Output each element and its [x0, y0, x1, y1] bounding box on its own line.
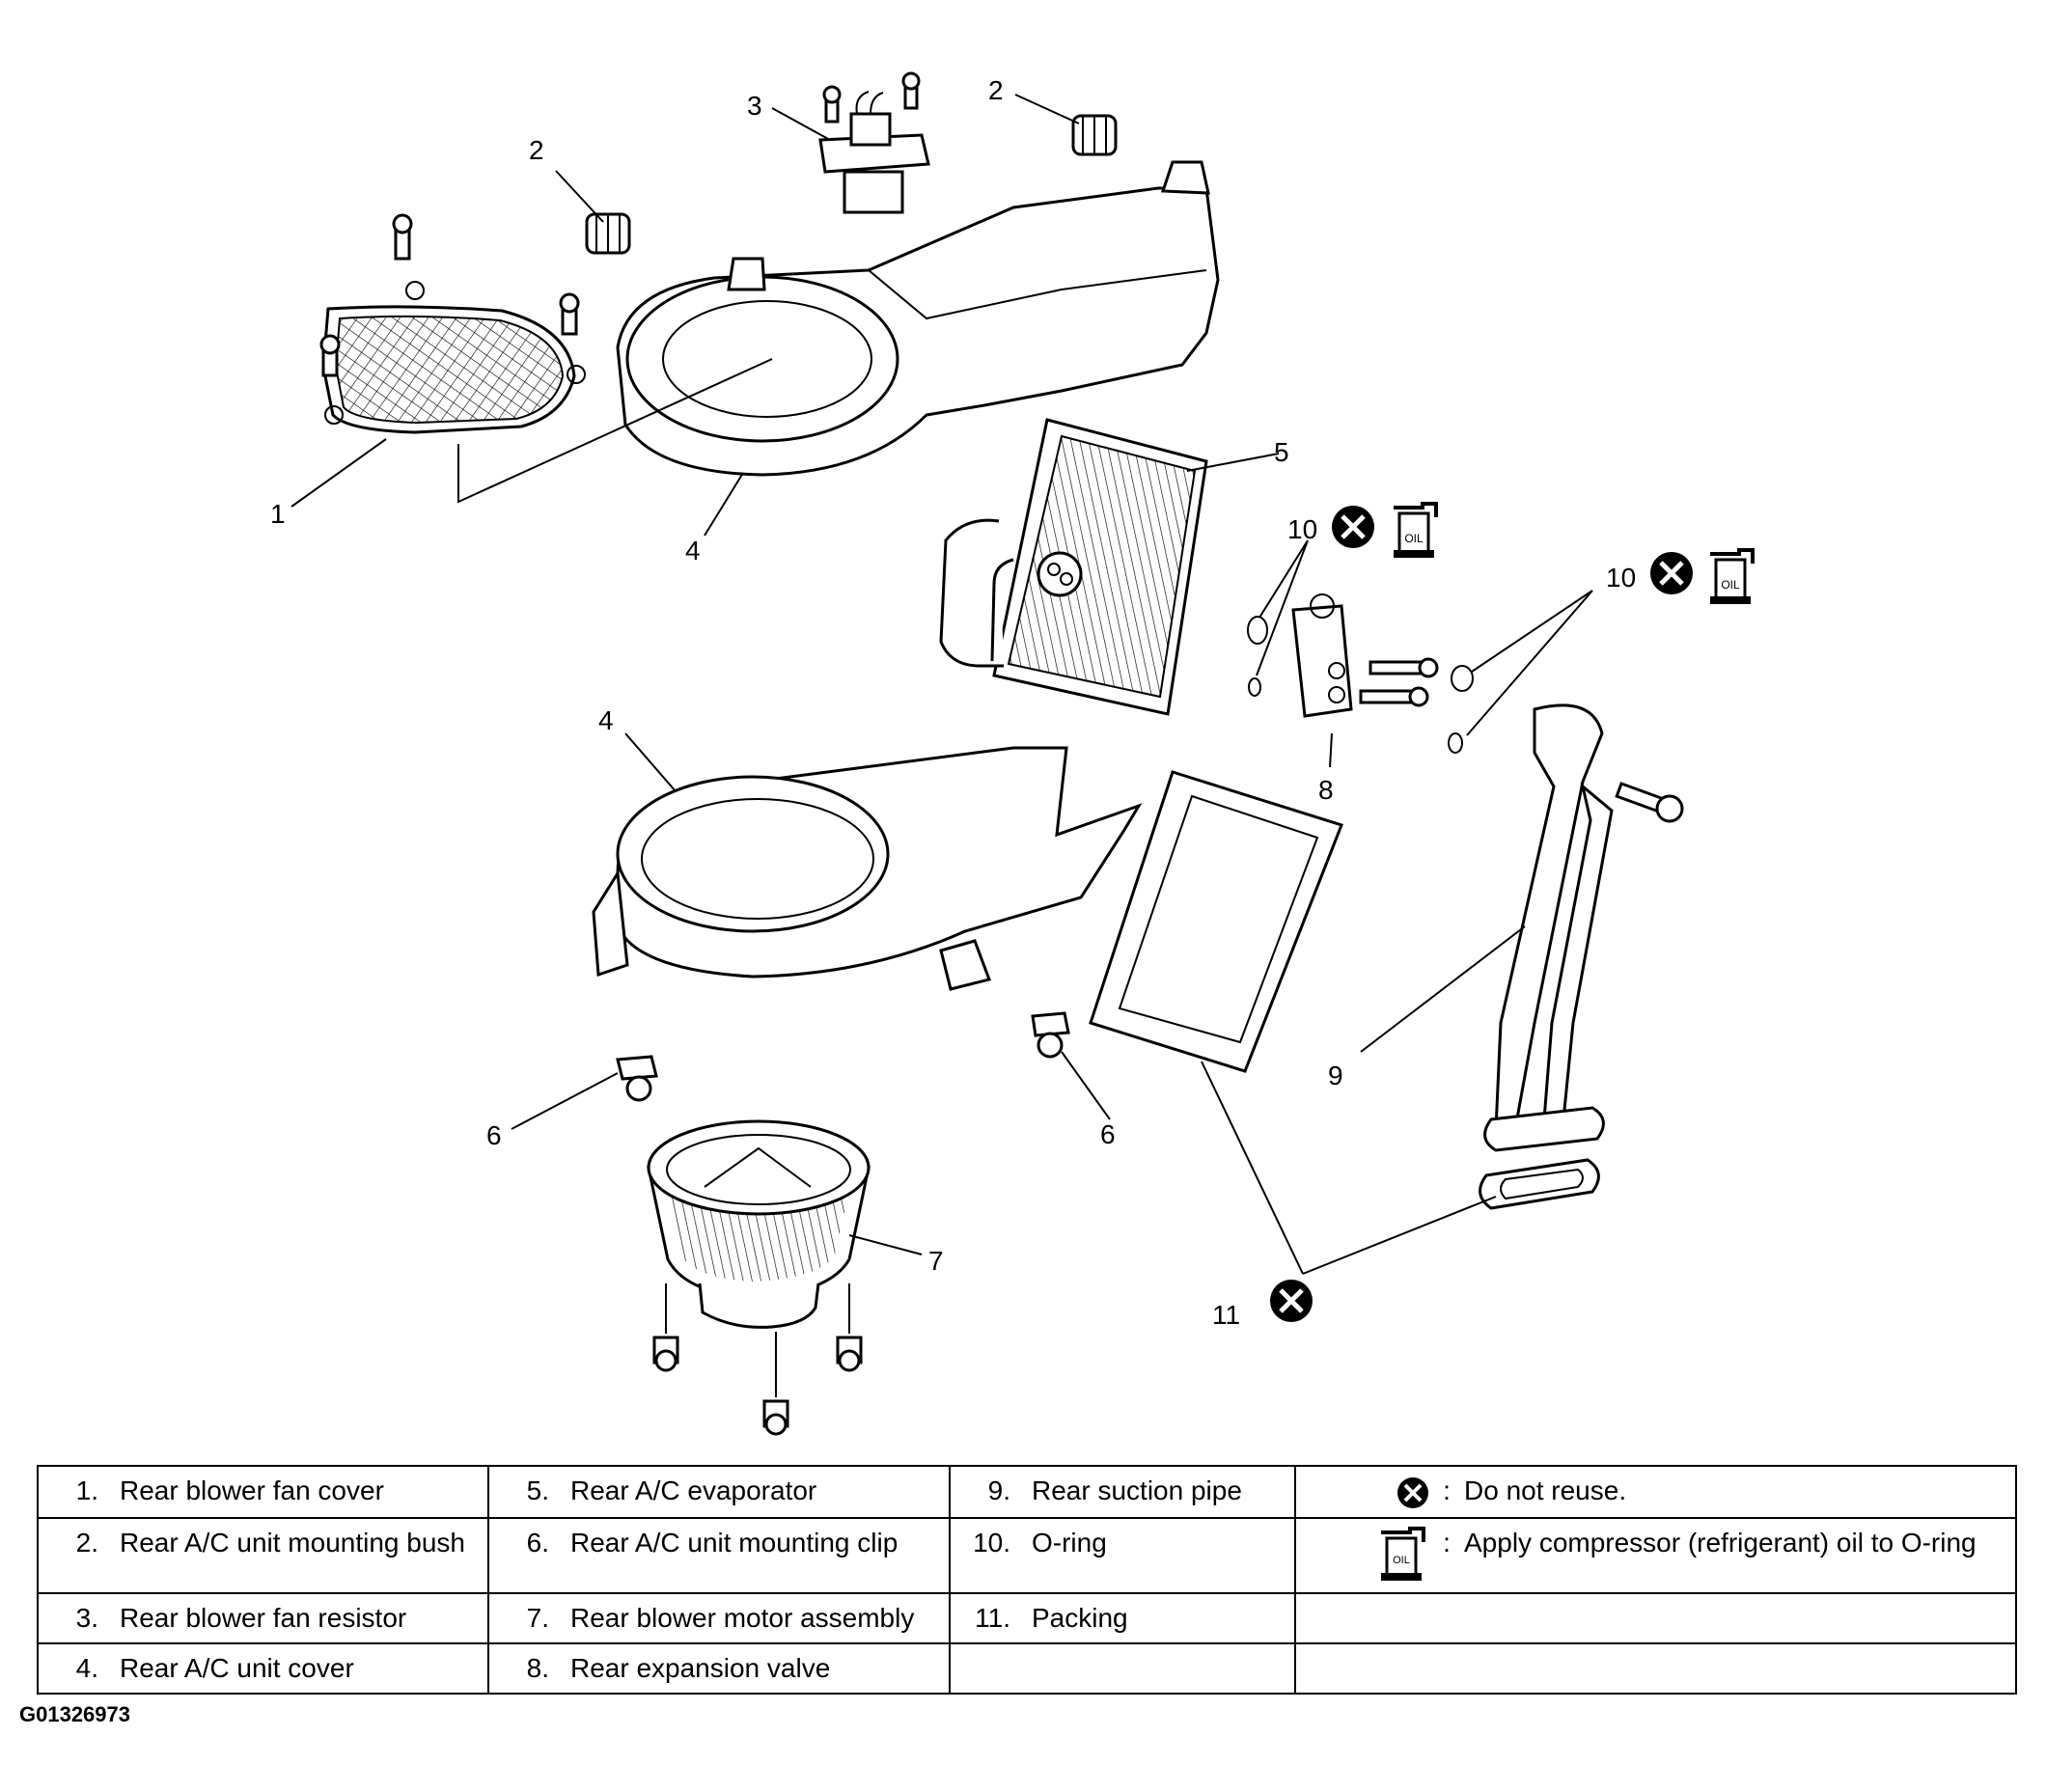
legend-cell: 2.Rear A/C unit mounting bush	[37, 1516, 489, 1594]
legend-cell: 8.Rear expansion valve	[487, 1641, 951, 1695]
rear-blower-fan-resistor	[818, 71, 930, 214]
legend-cell: 11.Packing	[949, 1591, 1296, 1644]
exploded-parts-diagram: 1 2 2 3 4 4 5 6 6 7 8 9 10 10 11 OIL OIL	[270, 71, 1755, 1436]
callout-1: 1	[270, 499, 286, 529]
packing-gasket	[1479, 1158, 1600, 1210]
mounting-bush-left	[585, 212, 631, 255]
blower-motor-screws	[652, 1336, 863, 1436]
svg-text:OIL: OIL	[1404, 532, 1424, 545]
callout-4-upper: 4	[685, 536, 701, 565]
o-rings-pipe	[1448, 665, 1474, 754]
legend-cell-empty	[949, 1641, 1296, 1695]
o-rings-valve	[1247, 616, 1268, 697]
legend-cell: 9.Rear suction pipe	[949, 1465, 1296, 1519]
legend-row: 3.Rear blower fan resistor 7.Rear blower…	[37, 1591, 2017, 1644]
mounting-clip-left	[616, 1055, 658, 1102]
callout-4-lower: 4	[598, 705, 614, 735]
legend-row: 4.Rear A/C unit cover 8.Rear expansion v…	[37, 1641, 2017, 1695]
fan-cover-screws	[319, 213, 580, 377]
legend-cell-empty	[1294, 1591, 2017, 1644]
oil-can-icon: OIL	[1710, 548, 1755, 604]
legend-symbol-oil: OIL:Apply compressor (refrigerant) oil t…	[1294, 1516, 2017, 1594]
do-not-reuse-icon	[1332, 506, 1374, 548]
expansion-valve-bolts	[1359, 657, 1439, 707]
callout-7: 7	[928, 1246, 944, 1276]
oil-can-icon: OIL	[1394, 502, 1438, 558]
legend-cell: 6.Rear A/C unit mounting clip	[487, 1516, 951, 1594]
callout-2-right: 2	[988, 75, 1004, 105]
legend-cell: 3.Rear blower fan resistor	[37, 1591, 489, 1644]
legend-cell: 10.O-ring	[949, 1516, 1296, 1594]
rear-ac-evaporator	[939, 418, 1208, 716]
callout-10-valve: 10	[1287, 514, 1317, 544]
callout-6-right: 6	[1100, 1119, 1116, 1149]
legend-cell: 7.Rear blower motor assembly	[487, 1591, 951, 1644]
callout-11: 11	[1212, 1300, 1240, 1330]
packing-frame	[1089, 770, 1343, 1073]
do-not-reuse-icon	[1270, 1280, 1313, 1322]
figure-id: G01326973	[19, 1702, 130, 1726]
svg-text:OIL: OIL	[1393, 1555, 1410, 1566]
do-not-reuse-icon	[1650, 552, 1693, 594]
rear-blower-motor-assembly	[647, 1119, 871, 1329]
legend-cell: 5.Rear A/C evaporator	[487, 1465, 951, 1519]
legend-cell: 4.Rear A/C unit cover	[37, 1641, 489, 1695]
leader-lines	[290, 94, 1593, 1397]
legend-symbol-do-not-reuse: :Do not reuse.	[1294, 1465, 2017, 1519]
callout-6-left: 6	[486, 1120, 502, 1150]
oil-can-icon: OIL	[1381, 1526, 1425, 1581]
rear-suction-pipe	[1483, 703, 1684, 1152]
callout-2-left: 2	[529, 135, 544, 165]
mounting-clip-right	[1031, 1011, 1070, 1059]
callout-5: 5	[1274, 437, 1289, 467]
rear-ac-unit-cover-lower	[592, 746, 1143, 991]
svg-text:OIL: OIL	[1721, 578, 1740, 592]
legend-cell: 1.Rear blower fan cover	[37, 1465, 489, 1519]
legend-row: 2.Rear A/C unit mounting bush 6.Rear A/C…	[37, 1516, 2017, 1594]
callout-10-pipe: 10	[1606, 563, 1636, 593]
rear-ac-unit-cover-upper	[616, 160, 1220, 477]
mounting-bush-right	[1071, 114, 1118, 156]
rear-blower-fan-cover	[321, 281, 586, 434]
callout-9: 9	[1328, 1061, 1343, 1090]
legend-cell-empty	[1294, 1641, 2017, 1695]
rear-expansion-valve	[1291, 593, 1353, 718]
callout-3: 3	[747, 91, 762, 121]
legend-row: 1.Rear blower fan cover 5.Rear A/C evapo…	[37, 1465, 2017, 1519]
do-not-reuse-icon	[1397, 1476, 1428, 1508]
callout-8: 8	[1318, 775, 1334, 805]
parts-legend-table: 1.Rear blower fan cover 5.Rear A/C evapo…	[37, 1465, 2017, 1695]
